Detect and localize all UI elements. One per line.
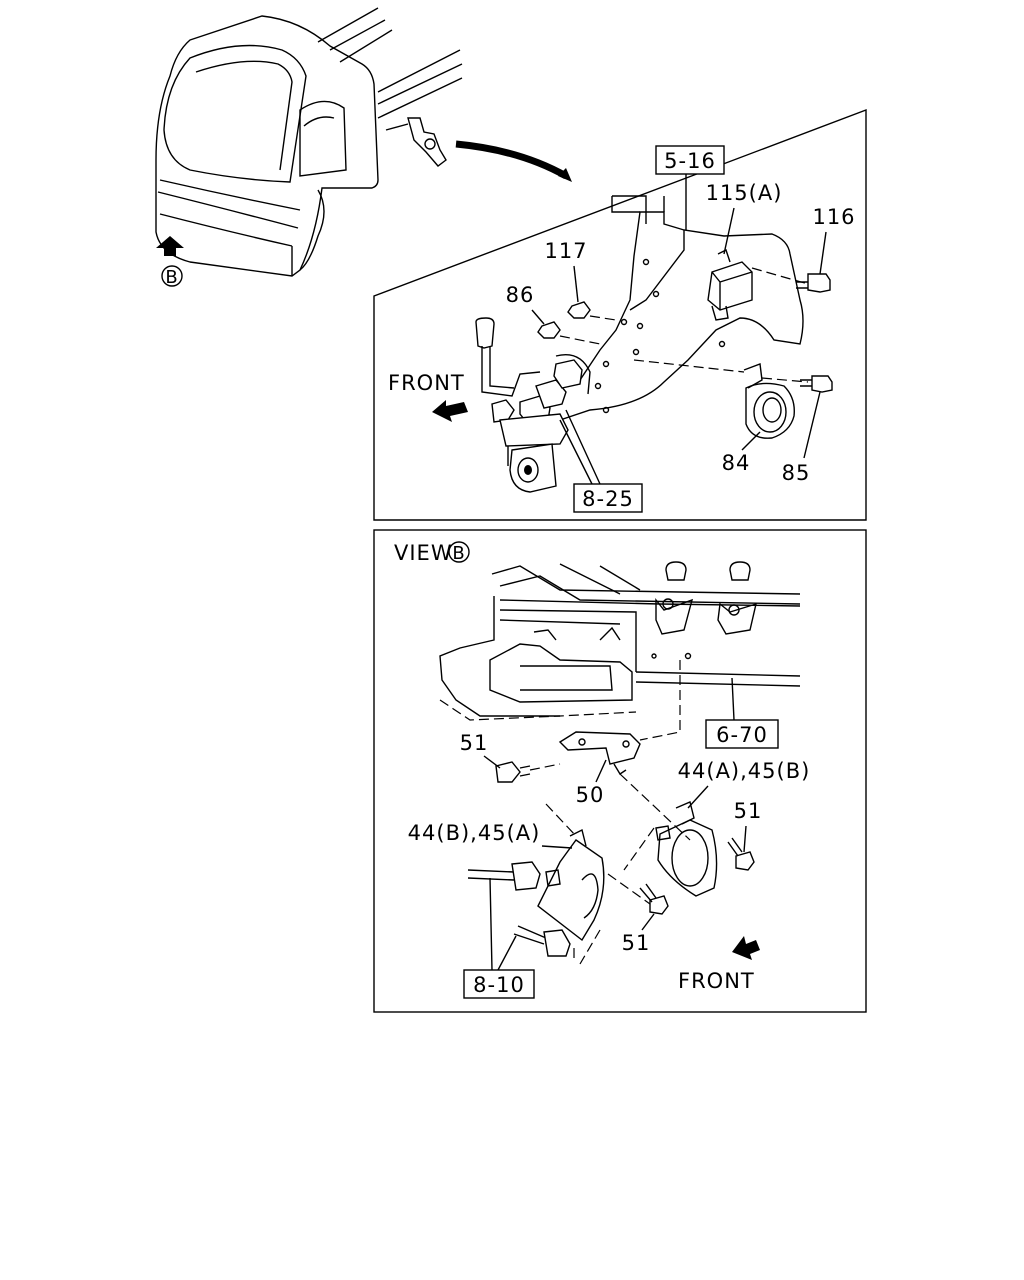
nut-117 (567, 301, 617, 321)
view-label: VIEW (394, 541, 453, 565)
callout-5-16: 5-16 (664, 149, 716, 173)
horn-bracket-50 (558, 660, 681, 775)
lower-detail-frame (373, 529, 867, 1013)
harness-assembly (475, 317, 591, 466)
ref-box-5-16 (655, 145, 725, 175)
truck-view-marker: B (165, 267, 178, 288)
bolt-51-bottom (639, 883, 669, 915)
bolt-51-left (495, 761, 561, 783)
callout-8-25: 8-25 (582, 487, 634, 511)
front-arrow-lower-icon (732, 936, 760, 960)
chassis-frame-view (439, 561, 801, 721)
callout-50: 50 (576, 783, 605, 807)
callout-86: 86 (506, 283, 535, 307)
horn-left (537, 803, 651, 942)
callout-44a-45b: 44(A),45(B) (678, 759, 811, 783)
callout-51-left: 51 (460, 731, 489, 755)
bolt-85 (800, 375, 833, 393)
view-b-marker-circle-icon (448, 541, 470, 563)
callout-8-10: 8-10 (473, 973, 525, 997)
ref-box-8-25 (573, 483, 643, 513)
callout-117: 117 (544, 239, 587, 263)
bolt-116 (796, 273, 831, 293)
callout-51-bottom: 51 (622, 931, 651, 955)
bolt-51-right (727, 837, 755, 871)
horn-connectors (467, 861, 601, 965)
front-arrow-upper-icon (432, 400, 468, 422)
nut-86 (537, 321, 601, 345)
ref-box-6-70 (705, 719, 779, 749)
callout-6-70: 6-70 (716, 723, 768, 747)
callout-44b-45a: 44(B),45(A) (408, 821, 541, 845)
ref-box-8-10 (463, 969, 535, 999)
horn-right (619, 773, 718, 897)
view-marker-circle-icon (161, 265, 183, 287)
truck-cab-illustration (155, 7, 572, 277)
view-direction-arrow-icon (156, 236, 184, 256)
horn-84 (633, 359, 809, 439)
relay-115a (707, 249, 809, 321)
callout-84: 84 (722, 451, 751, 475)
mounting-bracket (538, 195, 804, 421)
callout-51-right: 51 (734, 799, 763, 823)
front-label-upper: FRONT (388, 371, 465, 395)
buzzer-lower (509, 443, 557, 493)
callout-85: 85 (782, 461, 811, 485)
callout-115a: 115(A) (706, 181, 783, 205)
front-label-lower: FRONT (678, 969, 755, 993)
view-b-marker: B (452, 543, 465, 564)
callout-116: 116 (812, 205, 855, 229)
upper-detail-frame (373, 108, 867, 521)
